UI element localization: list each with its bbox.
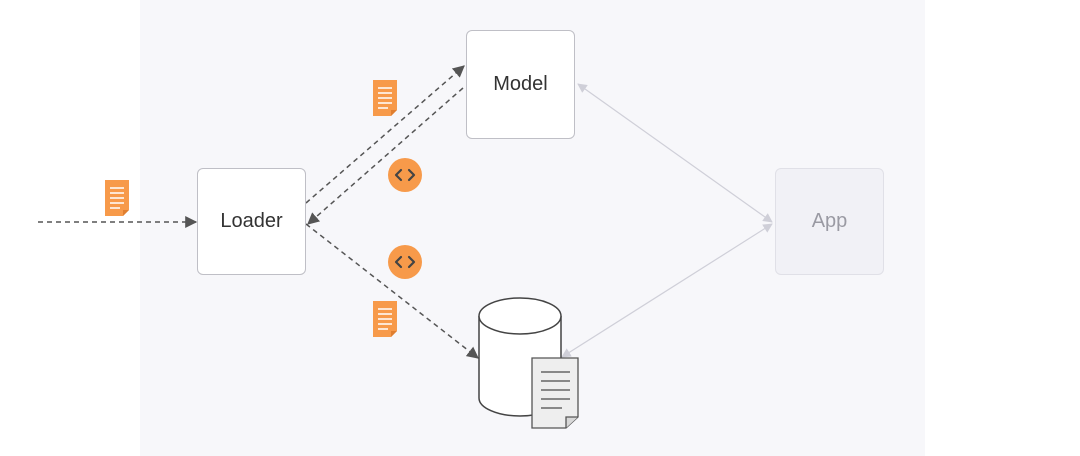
document-icon bbox=[531, 357, 579, 429]
app-label: App bbox=[811, 210, 848, 232]
code-icon bbox=[388, 245, 422, 279]
loader-to-database-arrow bbox=[305, 223, 479, 359]
document-icon bbox=[373, 301, 397, 337]
database-app-connection bbox=[561, 223, 773, 358]
document-icon bbox=[105, 180, 129, 216]
database-icon bbox=[478, 297, 579, 429]
app-node: App bbox=[775, 168, 884, 275]
model-to-loader-arrow bbox=[307, 87, 464, 225]
loader-label: Loader bbox=[220, 210, 283, 232]
document-icon bbox=[373, 80, 397, 116]
model-node: Model bbox=[466, 30, 575, 139]
model-label: Model bbox=[493, 73, 548, 95]
model-app-connection bbox=[577, 83, 773, 223]
loader-to-model-arrow bbox=[305, 65, 465, 204]
code-icon bbox=[388, 158, 422, 192]
loader-node: Loader bbox=[197, 168, 306, 275]
